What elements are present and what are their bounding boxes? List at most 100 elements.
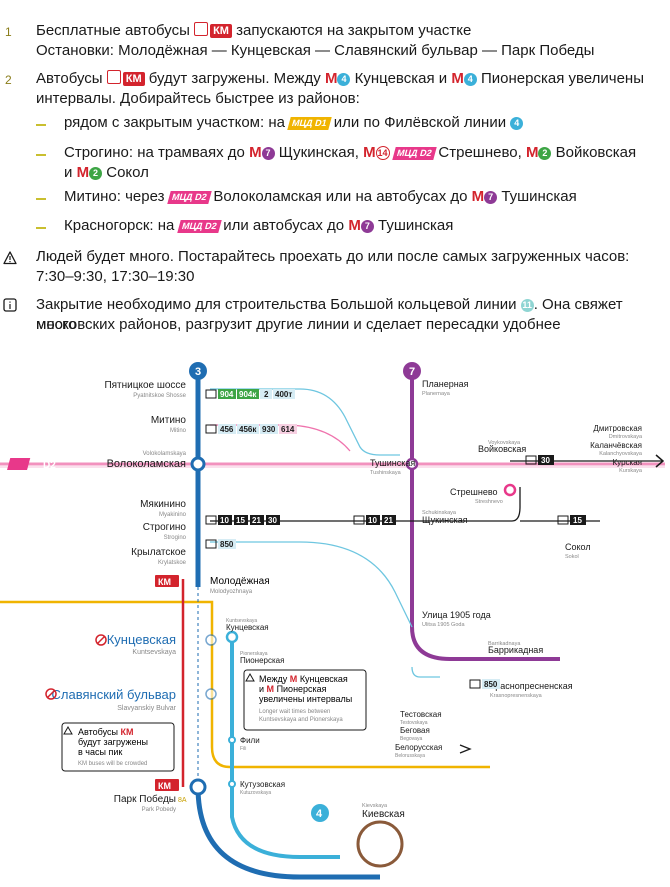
warning-line-2: 7:30–9:30, 17:30–19:30	[36, 268, 195, 285]
station-streshnevo: Стрешнево	[450, 487, 498, 497]
station-krylatskoe-en: Krylatskoe	[158, 560, 187, 566]
line-14-icon: 14	[375, 146, 390, 160]
info-line-1: Закрытие необходимо для строительства Бо…	[36, 295, 662, 335]
bus-10: 10	[220, 516, 229, 525]
warning-line-1: Людей будет много. Постарайтесь проехать…	[36, 248, 630, 265]
station-testovskaya: Тестовская	[400, 710, 442, 719]
bus-850: 850	[220, 540, 234, 549]
note-2-number: 2	[5, 73, 12, 87]
station-kurskaya-en: Kurskaya	[619, 468, 643, 474]
bus-400t: 400т	[275, 390, 292, 399]
warning-icon	[3, 251, 17, 265]
mcd-d2-icon: МЦД D2	[166, 191, 211, 204]
station-testovskaya-en: Testovskaya	[400, 720, 428, 726]
metro-icon: М	[76, 164, 90, 181]
station-fili-node	[228, 736, 236, 744]
line-11-icon: 11	[520, 299, 534, 312]
callout-km-line-1: Автобусы КМ	[78, 727, 133, 737]
callout-km-line-2: будут загружены	[78, 737, 148, 747]
station-shchukinskaya-en: Schukinskaya	[422, 510, 457, 516]
bus-456k: 456к	[239, 425, 257, 434]
d1-line: D1	[0, 589, 490, 769]
sub-1-text-b: или по Филёвской линии	[333, 114, 507, 131]
station-fili: Фили	[240, 736, 260, 745]
station-kutuzovskaya: Кутузовская	[240, 780, 285, 789]
bullet-dash	[36, 154, 46, 156]
bullet-dash	[36, 124, 46, 126]
station-kievskaya-en: Kievskaya	[362, 803, 388, 809]
station-volokolamskaya-en: Volokolamskaya	[143, 451, 187, 457]
note-2-text-c: Кунцевская и	[354, 70, 448, 87]
station-planernaya-en: Planernaya	[422, 391, 451, 397]
closed-icon	[45, 688, 57, 700]
callout-intervals: Между М Кунцевская и М Пионерская увелич…	[243, 669, 367, 731]
station-myakinino-en: Myakinino	[159, 512, 187, 518]
bus-850: 850	[484, 680, 498, 689]
station-pionerskaya: Пионерская	[240, 656, 284, 665]
station-molodezhnaya: Молодёжная	[210, 576, 270, 587]
metro-icon: М	[451, 70, 464, 87]
metro-map: D2 D1 4 3 7	[0, 362, 665, 880]
station-sokol: Сокол	[565, 542, 591, 552]
station-kutuzovskaya-en: Kutuzovskaya	[240, 790, 271, 796]
d1-label: D1	[44, 589, 57, 600]
bullet-dash	[36, 198, 46, 200]
mcd-d1-icon: МЦД D1	[287, 117, 332, 130]
closed-icon	[95, 634, 107, 646]
bus-15: 15	[236, 516, 245, 525]
station-strogino-en: Strogino	[164, 535, 187, 541]
bus-904k: 904к	[239, 390, 257, 399]
line-7-icon: 7	[360, 220, 374, 233]
station-tushinskaya: Тушинская	[370, 458, 415, 468]
station-dmitrovskaya-en: Dmitrovskaya	[609, 434, 643, 440]
d2-badge	[7, 458, 31, 470]
callout-line-1: Между М Кунцевская	[259, 674, 348, 684]
sub-2-text-f: Сокол	[106, 164, 149, 181]
sub-2-text-d: Войковская	[555, 144, 637, 161]
station-mitino: Митино	[151, 415, 187, 426]
station-kurskaya: Курская	[613, 458, 642, 467]
bus-930: 930	[262, 425, 276, 434]
station-ulitsa1905-en: Ulitsa 1905 Goda	[422, 622, 465, 628]
bus-904: 904	[220, 390, 234, 399]
note-2-text-b: будут загружены. Между	[148, 70, 321, 87]
line-2-icon: 2	[538, 147, 552, 160]
d2-line: D2	[0, 458, 665, 471]
station-belorusskaya-en: Belorusskaya	[395, 753, 425, 759]
station-park-pobedy-en: Park Pobedy	[142, 807, 176, 813]
station-streshnevo-node	[503, 483, 517, 497]
station-krylatskoe: Крылатское	[131, 547, 186, 558]
metro-icon: М	[348, 217, 361, 234]
station-myakinino: Мякинино	[140, 499, 186, 510]
station-molodezhnaya-en: Molodyozhnaya	[210, 589, 253, 595]
info-icon	[3, 298, 17, 312]
station-barrikadnaya-en: Barrikadnaya	[488, 641, 521, 647]
km-badge: КМ	[210, 24, 232, 38]
sub-4-text-a: Красногорск: на	[64, 217, 175, 234]
station-kalanchevskaya-en: Kalanchyovskaya	[599, 451, 643, 457]
station-kutuzovskaya-node	[228, 780, 236, 788]
metro-icon: М	[363, 144, 376, 161]
callout-en-2: Kuntsevskaya and Pionerskaya	[259, 717, 343, 723]
sub-4-text-b: или автобусах до	[223, 217, 345, 234]
note-1-line-1: Бесплатные автобусы КМ запускаются на за…	[36, 21, 662, 41]
mcd-d2-icon: МЦД D2	[176, 220, 221, 233]
callout-en-1: Longer wait times between	[259, 709, 330, 715]
sub-4-text-c: Тушинская	[378, 217, 454, 234]
station-kalanchevskaya: Каланчёвская	[590, 441, 642, 450]
mcd-d2-icon: МЦД D2	[391, 147, 436, 160]
station-planernaya: Планерная	[422, 379, 469, 389]
station-kuntsevskaya-closed: Кунцевская	[107, 632, 176, 647]
line-4-badge	[311, 804, 329, 822]
station-pionerskaya-en: Pionerskaya	[240, 651, 268, 657]
note-2-line-2: интервалы. Добирайтесь быстрее из районо…	[36, 90, 360, 107]
callout-km-buses: Автобусы КМ будут загружены в часы пик K…	[61, 722, 175, 772]
callout-line-2: и М Пионерская	[259, 684, 327, 694]
station-belorusskaya: Белорусская	[395, 743, 442, 752]
line-7-icon: 7	[484, 191, 498, 204]
metro-icon: М	[471, 188, 485, 205]
station-volokolamskaya: Волоколамская	[107, 458, 186, 470]
station-park-pobedy-node	[189, 778, 207, 796]
line-4-number: 4	[316, 808, 323, 820]
